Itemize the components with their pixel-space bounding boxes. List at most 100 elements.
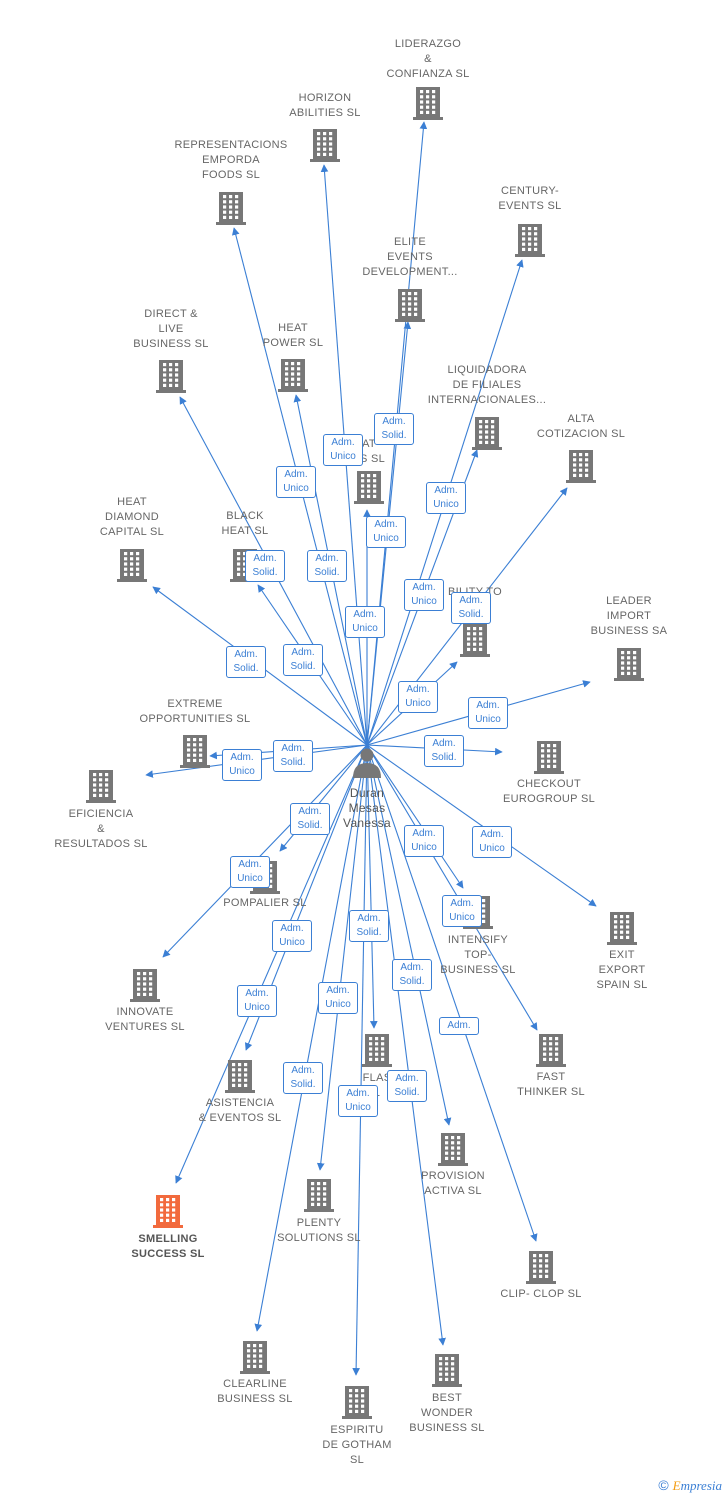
role-badge-eficiencia: Adm. Unico xyxy=(222,749,262,781)
building-icon-heat_diamond xyxy=(117,549,147,582)
building-icon-horizon xyxy=(310,129,340,162)
role-badge-direct: Adm. Solid. xyxy=(283,644,323,676)
company-label-provision[interactable]: PROVISION ACTIVA SL xyxy=(421,1170,485,1197)
company-label-smelling[interactable]: SMELLING SUCCESS SL xyxy=(131,1233,205,1260)
building-icon-direct xyxy=(156,360,186,393)
company-label-black_heat[interactable]: BLACK HEAT SL xyxy=(221,510,269,537)
building-icon-exit xyxy=(607,912,637,945)
building-icon-bility xyxy=(460,624,490,657)
role-badge-leader: Adm. Unico xyxy=(468,697,508,729)
company-label-extreme[interactable]: EXTREME OPPORTUNITIES SL xyxy=(139,698,251,725)
role-badge-representacions: Adm. Solid. xyxy=(307,550,347,582)
building-icon-eficiencia xyxy=(86,770,116,803)
company-label-clip[interactable]: CLIP- CLOP SL xyxy=(500,1288,582,1300)
role-badge-fast: Adm. Unico xyxy=(442,895,482,927)
building-icon-clip xyxy=(526,1251,556,1284)
company-label-alta[interactable]: ALTA COTIZACION SL xyxy=(536,413,626,440)
role-badge-extreme: Adm. Solid. xyxy=(273,740,313,772)
building-icon-liderazgo xyxy=(413,87,443,120)
edge-clip xyxy=(366,744,538,1242)
building-icon-representacions xyxy=(216,192,246,225)
empresia-logo: ©Empresia xyxy=(658,1477,722,1494)
company-label-century[interactable]: CENTURY- EVENTS SL xyxy=(498,185,562,212)
role-badge-heat_power: Adm. Unico xyxy=(276,466,316,498)
building-icon-extreme xyxy=(180,735,210,768)
building-icon-elite xyxy=(395,289,425,322)
building-icon-liquidadora xyxy=(472,417,502,450)
building-icon-plenty xyxy=(304,1179,334,1212)
building-icon-espiritu xyxy=(342,1386,372,1419)
edge-espiritu xyxy=(352,744,368,1376)
role-badge-elite: Adm. Solid. xyxy=(374,413,414,445)
building-icon-smelling xyxy=(153,1195,183,1228)
role-badge-ats: Adm. Unico xyxy=(323,434,363,466)
role-badge-espiritu: Adm. Unico xyxy=(338,1085,378,1117)
edge-flash xyxy=(366,744,378,1029)
company-label-best[interactable]: BEST WONDER BUSINESS SL xyxy=(409,1392,485,1434)
company-label-horizon[interactable]: HORIZON ABILITIES SL xyxy=(289,92,361,119)
role-badge-century: Adm. Unico xyxy=(366,516,406,548)
role-badge-bility: Adm. Solid. xyxy=(451,592,491,624)
role-badge-smelling: Adm. Unico xyxy=(237,985,277,1017)
company-label-fast[interactable]: FAST THINKER SL xyxy=(517,1071,585,1098)
edge-best xyxy=(366,744,446,1346)
role-badge-heat_diamond: Adm. Solid. xyxy=(226,646,266,678)
role-badge-intensify: Adm. Unico xyxy=(404,825,444,857)
person-icon xyxy=(353,748,381,778)
role-badge-exit: Adm. Unico xyxy=(472,826,512,858)
copyright-symbol: © xyxy=(658,1477,669,1493)
brand-initial: E xyxy=(672,1478,681,1493)
role-badge-pompalier: Adm. Solid. xyxy=(290,803,330,835)
company-label-elite[interactable]: ELITE EVENTS DEVELOPMENT... xyxy=(362,236,458,278)
building-icon-leader xyxy=(614,648,644,681)
company-label-exit[interactable]: EXIT EXPORT SPAIN SL xyxy=(596,949,648,991)
building-icon-ats xyxy=(354,471,384,504)
company-label-intensify[interactable]: INTENSIFY TOP- BUSINESS SL xyxy=(440,934,516,976)
edge-fast xyxy=(366,744,538,1031)
role-badge-alta: Adm. Unico xyxy=(404,579,444,611)
role-badge-plenty: Adm. Unico xyxy=(318,982,358,1014)
brand-name: mpresia xyxy=(680,1478,722,1493)
building-icon-innovate xyxy=(130,969,160,1002)
company-label-heat_power[interactable]: HEAT POWER SL xyxy=(262,322,324,349)
company-label-plenty[interactable]: PLENTY SOLUTIONS SL xyxy=(277,1217,361,1244)
building-icon-checkout xyxy=(534,741,564,774)
edge-exit xyxy=(366,744,597,907)
company-label-liquidadora[interactable]: LIQUIDADORA DE FILIALES INTERNACIONALES.… xyxy=(427,364,547,406)
building-icon-best xyxy=(432,1354,462,1387)
role-badge-innovate: Adm. Unico xyxy=(230,856,270,888)
building-icon-flash xyxy=(362,1034,392,1067)
company-label-liderazgo[interactable]: LIDERAZGO & CONFIANZA SL xyxy=(386,38,470,80)
company-label-heat_diamond[interactable]: HEAT DIAMOND CAPITAL SL xyxy=(99,496,165,538)
company-label-clearline[interactable]: CLEARLINE BUSINESS SL xyxy=(217,1378,293,1405)
role-badge-black_heat: Adm. Solid. xyxy=(245,550,285,582)
building-icon-provision xyxy=(438,1133,468,1166)
company-label-leader[interactable]: LEADER IMPORT BUSINESS SA xyxy=(590,595,668,637)
edge-plenty xyxy=(316,744,368,1171)
role-badge-clip: Adm. xyxy=(439,1017,479,1035)
building-icon-asistencia xyxy=(225,1060,255,1093)
role-badge-flash: Adm. Solid. xyxy=(349,910,389,942)
role-badge-asistencia: Adm. Unico xyxy=(272,920,312,952)
company-label-espiritu[interactable]: ESPIRITU DE GOTHAM SL xyxy=(322,1424,392,1466)
role-badge-provision: Adm. Solid. xyxy=(392,959,432,991)
role-badge-checkout: Adm. Solid. xyxy=(424,735,464,767)
role-badge-horizon: Adm. Unico xyxy=(345,606,385,638)
company-label-asistencia[interactable]: ASISTENCIA & EVENTOS SL xyxy=(198,1097,282,1124)
role-badge-liderazgo: Adm. Unico xyxy=(398,681,438,713)
company-label-pompalier[interactable]: POMPALIER SL xyxy=(223,897,307,909)
building-icon-clearline xyxy=(240,1341,270,1374)
company-label-checkout[interactable]: CHECKOUT EUROGROUP SL xyxy=(502,778,596,805)
building-icon-alta xyxy=(566,450,596,483)
company-label-direct[interactable]: DIRECT & LIVE BUSINESS SL xyxy=(133,308,209,350)
edge-intensify xyxy=(366,744,464,889)
company-label-representacions[interactable]: REPRESENTACIONS EMPORDA FOODS SL xyxy=(174,139,288,181)
person-name[interactable]: Duran Mesas Vanessa xyxy=(343,786,391,830)
company-label-eficiencia[interactable]: EFICIENCIA & RESULTADOS SL xyxy=(54,808,148,850)
building-icon-century xyxy=(515,224,545,257)
company-label-ats[interactable]: AT TS SL xyxy=(353,438,386,465)
edge-innovate xyxy=(162,744,368,958)
company-label-innovate[interactable]: INNOVATE VENTURES SL xyxy=(105,1006,185,1033)
edge-smelling xyxy=(175,744,368,1184)
